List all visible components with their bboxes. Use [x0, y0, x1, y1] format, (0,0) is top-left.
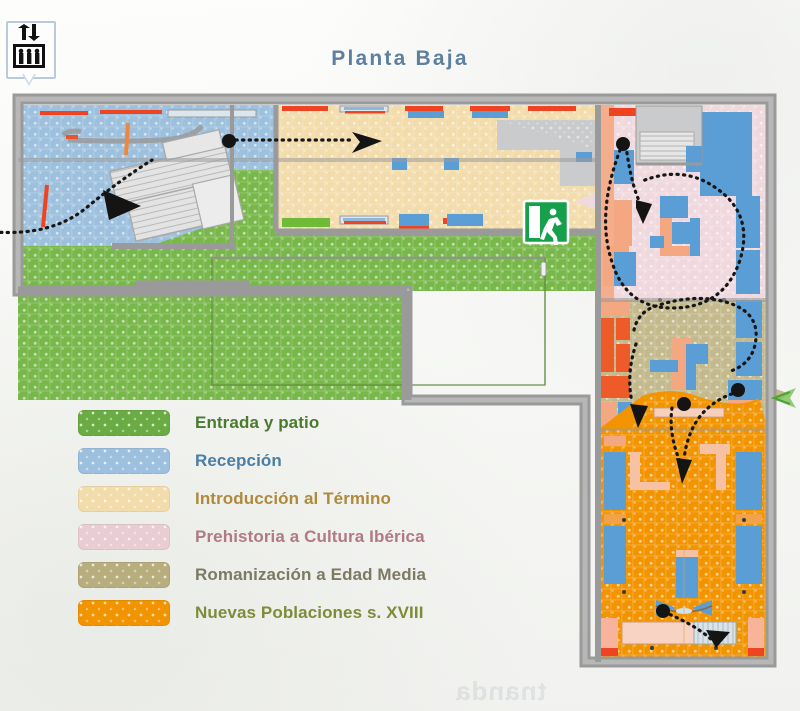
- zone-prehistoria[interactable]: [574, 105, 768, 300]
- map-legend: Entrada y patio Recepción Introducción a…: [78, 404, 426, 632]
- legend-label: Entrada y patio: [195, 413, 320, 432]
- route-start-dots: [222, 134, 745, 618]
- emergency-exit-sign[interactable]: [522, 199, 570, 245]
- legend-label: Introducción al Término: [195, 489, 391, 508]
- elevator-icon: [13, 24, 45, 68]
- page-title: Planta Baja: [331, 47, 469, 70]
- legend-item[interactable]: Nuevas Poblaciones s. XVIII: [78, 594, 426, 632]
- legend-swatch: [78, 448, 170, 474]
- legend-label: Recepción: [195, 451, 282, 470]
- legend-item[interactable]: Prehistoria a Cultura Ibérica: [78, 518, 426, 556]
- legend-label: Prehistoria a Cultura Ibérica: [195, 527, 425, 546]
- legend-swatch: [78, 410, 170, 436]
- legend-swatch: [78, 486, 170, 512]
- legend-swatch: [78, 524, 170, 550]
- zone-nuevas-poblaciones[interactable]: [598, 391, 768, 662]
- legend-label: Romanización a Edad Media: [195, 565, 427, 584]
- elevator-marker[interactable]: [6, 21, 56, 86]
- legend-item[interactable]: Introducción al Término: [78, 480, 426, 518]
- legend-item[interactable]: Romanización a Edad Media: [78, 556, 426, 594]
- marker-tail: [22, 74, 36, 86]
- legend-item[interactable]: Recepción: [78, 442, 426, 480]
- legend-item[interactable]: Entrada y patio: [78, 404, 426, 442]
- entrance-arrow-right: [770, 388, 796, 408]
- walls: [12, 93, 777, 668]
- legend-label: Nuevas Poblaciones s. XVIII: [195, 603, 424, 622]
- door-symbol: [540, 261, 547, 277]
- route-arrowheads: [103, 132, 730, 648]
- legend-swatch: [78, 600, 170, 626]
- legend-swatch: [78, 562, 170, 588]
